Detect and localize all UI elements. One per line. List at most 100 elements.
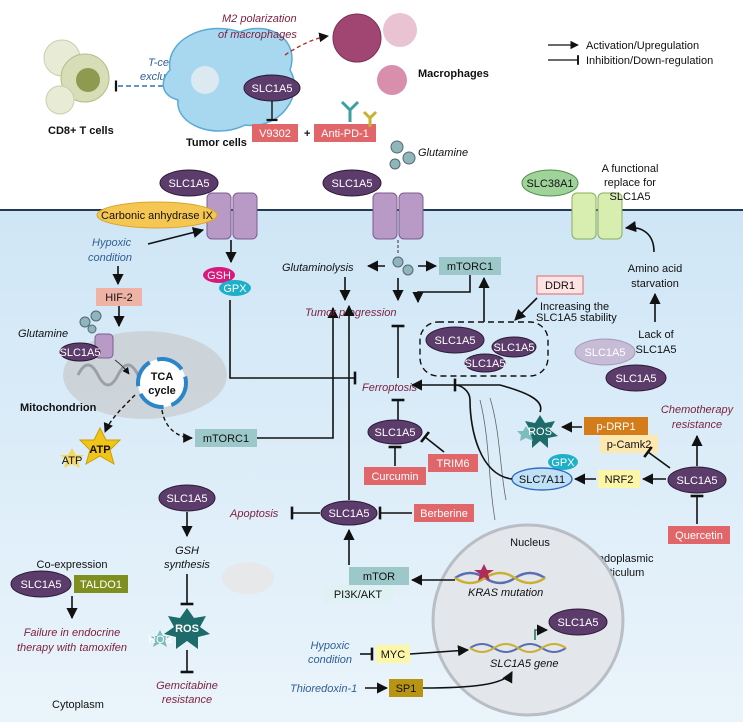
taldo1-box — [74, 575, 128, 593]
macrophages — [332, 13, 417, 95]
taldo1-label: TALDO1 — [80, 579, 122, 591]
slc1a5-pill-nucleus — [548, 608, 608, 636]
tca-to-mtorc1-arrow — [161, 409, 193, 443]
mtorc1-to-progression — [412, 275, 471, 304]
hypoxic-bottom-label: Hypoxic — [310, 640, 350, 652]
myc-box — [376, 645, 410, 663]
transporter-half-icon — [597, 192, 623, 240]
thioredoxin-label: Thioredoxin-1 — [290, 683, 357, 695]
gpx-label: GPX — [223, 283, 247, 295]
ddr1-label: DDR1 — [545, 280, 575, 292]
tumor-cells-label: Tumor cells — [186, 137, 247, 149]
glutamine-in-label: Glutamine — [18, 328, 68, 340]
v9302-box — [252, 124, 298, 142]
hif2-box — [96, 288, 142, 306]
m2-label-2: of macrophages — [218, 29, 297, 41]
tca-to-atp-arrow — [103, 394, 136, 433]
pcamk2-label: p-Camk2 — [607, 439, 652, 451]
sp1-to-gene-arrow — [422, 671, 513, 689]
dna-icon-strand2 — [454, 571, 546, 585]
nrf2-box — [598, 470, 640, 488]
gpx-pill-right — [548, 454, 578, 470]
mtorc1-center-label: mTORC1 — [447, 261, 493, 273]
mtor-label: mTOR — [363, 571, 395, 583]
tcell-exclusion-label: T-cell — [148, 57, 174, 69]
ros-bottom-label: ROS — [175, 623, 199, 635]
pdrp1-box — [584, 417, 648, 435]
transporter-half-icon — [372, 192, 398, 240]
transporter-half-icon — [398, 192, 424, 240]
failure-label: Failure in endocrine — [24, 627, 121, 639]
atp-burst — [60, 426, 122, 468]
pdrp1-label: p-DRP1 — [596, 421, 635, 433]
chemo-label: Chemotherapy — [661, 404, 735, 416]
glutamine-out-label: Glutamine — [418, 147, 468, 159]
berberine-label: Berberine — [420, 508, 468, 520]
slc1a5-pill-gsh — [158, 484, 216, 512]
mtorc1-center-box — [439, 257, 501, 275]
antibody-icon — [340, 100, 378, 127]
hypoxic-label-2: condition — [88, 252, 132, 264]
functional-label-1: A functional — [602, 163, 659, 175]
glutamine-icon — [389, 158, 401, 170]
slc1a5-pill-complex-2 — [491, 336, 537, 358]
antipd1-label: Anti-PD-1 — [321, 128, 369, 140]
ddr1-note: Increasing the — [540, 301, 609, 313]
slc1a5-pill-membrane-mid — [322, 169, 382, 197]
gsh-label: GSH — [207, 270, 231, 282]
transporter-half-icon — [571, 192, 597, 240]
glutamine-icon — [392, 256, 404, 268]
slc1a5-pill-right-label: SLC1A5 — [677, 475, 718, 487]
slc1a5-pill-membrane-left — [159, 169, 219, 197]
chemo-label-2: resistance — [672, 419, 722, 431]
macrophages-label: Macrophages — [418, 68, 489, 80]
curcumin-label: Curcumin — [371, 471, 418, 483]
coexpression-label: Co-expression — [37, 559, 108, 571]
tumor-nucleus-icon — [191, 66, 219, 94]
macrophage-icon — [383, 13, 417, 47]
glutamine-icon — [87, 324, 97, 334]
glutamine-icon — [390, 140, 404, 154]
antipd1-box — [314, 124, 376, 142]
nucleus-label: Nucleus — [510, 537, 550, 549]
mitochondrion-label: Mitochondrion — [20, 402, 97, 414]
glutamine-icon — [402, 151, 416, 165]
slc1a5-pill-mito-label: SLC1A5 — [60, 347, 101, 359]
hif2-label: HIF-2 — [105, 292, 133, 304]
tumor-cell-icon — [162, 27, 296, 132]
mtorc1-left-label: mTORC1 — [203, 433, 249, 445]
slc1a5-pill-ferro-label: SLC1A5 — [375, 427, 416, 439]
slc1a5-pill-coexp-label: SLC1A5 — [21, 579, 62, 591]
slc1a5-inhibits-pcamk2 — [643, 446, 671, 469]
curcumin-box — [364, 467, 426, 485]
gene-dna-icon-strand2 — [469, 643, 567, 653]
atp-small-icon — [60, 448, 84, 468]
ddr1-box — [536, 275, 584, 295]
amino-label: Amino acid — [628, 263, 682, 275]
quercetin-label: Quercetin — [675, 530, 723, 542]
legend: Activation/Upregulation Inhibition/Down-… — [548, 40, 713, 67]
m2-label: M2 polarization — [222, 13, 297, 25]
m2-arrow — [284, 32, 329, 56]
glutamine-center — [392, 256, 414, 276]
plus-sign: + — [304, 128, 310, 140]
ferroptosis-label: Ferroptosis — [362, 382, 418, 394]
ddr1-note-2: SLC1A5 stability — [536, 312, 617, 324]
legend-activation-label: Activation/Upregulation — [586, 40, 699, 52]
macrophage-icon — [377, 65, 407, 95]
functional-label-3: SLC1A5 — [610, 191, 651, 203]
kras-label: KRAS mutation — [468, 587, 543, 599]
transcription-arrow — [534, 624, 549, 640]
atp-small-label: ATP — [62, 455, 83, 467]
ros-icon — [164, 608, 210, 649]
tca-cycle-ring — [136, 357, 188, 409]
ros-small-icon — [517, 426, 535, 441]
atp-icon — [78, 426, 122, 466]
mitochondrion-ghost — [222, 562, 274, 594]
slc1a5-pill-gsh-label: SLC1A5 — [167, 493, 208, 505]
pi3k-label: PI3K/AKT — [334, 589, 383, 601]
slc1a5-pill-mito — [59, 342, 101, 362]
ros-bottom-small-label: ROS — [148, 634, 172, 646]
glutamine-icon — [402, 264, 414, 276]
